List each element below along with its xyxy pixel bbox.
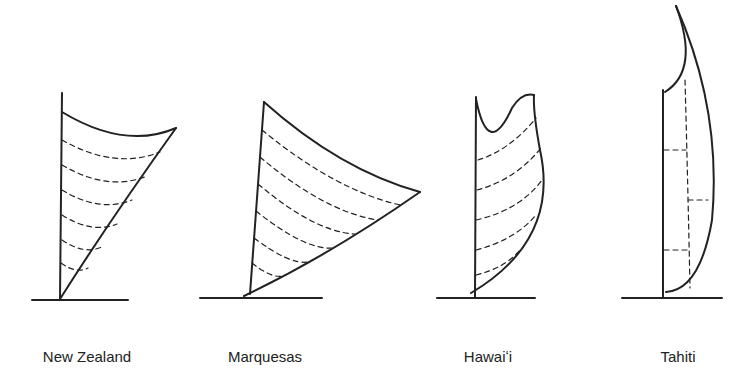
sail-edge	[476, 95, 534, 132]
sail-seams	[61, 140, 160, 270]
sail-seams	[664, 80, 708, 288]
spar	[471, 95, 544, 293]
spar	[244, 192, 420, 296]
hawaii-sail	[437, 95, 544, 298]
spar	[60, 128, 176, 299]
sail-label: Hawaiʻi	[464, 348, 512, 366]
mast	[475, 97, 476, 297]
sail-seams	[252, 130, 400, 276]
mast	[60, 93, 62, 299]
sail-label: Marquesas	[228, 348, 302, 366]
mast	[250, 102, 264, 294]
hull-line	[622, 297, 722, 299]
hull-line	[32, 299, 128, 301]
sail-edge	[62, 112, 176, 136]
hull-line	[200, 297, 322, 299]
mast	[662, 90, 664, 298]
sail-edge	[264, 102, 420, 192]
sail-edge	[665, 6, 686, 92]
hull-line	[437, 297, 535, 299]
sail-seams	[476, 118, 542, 275]
tahiti-sail	[622, 6, 722, 298]
spar	[666, 6, 714, 292]
sail-label: New Zealand	[43, 348, 131, 366]
marquesas-sail	[200, 102, 420, 298]
new-zealand-sail	[32, 93, 176, 300]
sail-label: Tahiti	[660, 348, 695, 366]
